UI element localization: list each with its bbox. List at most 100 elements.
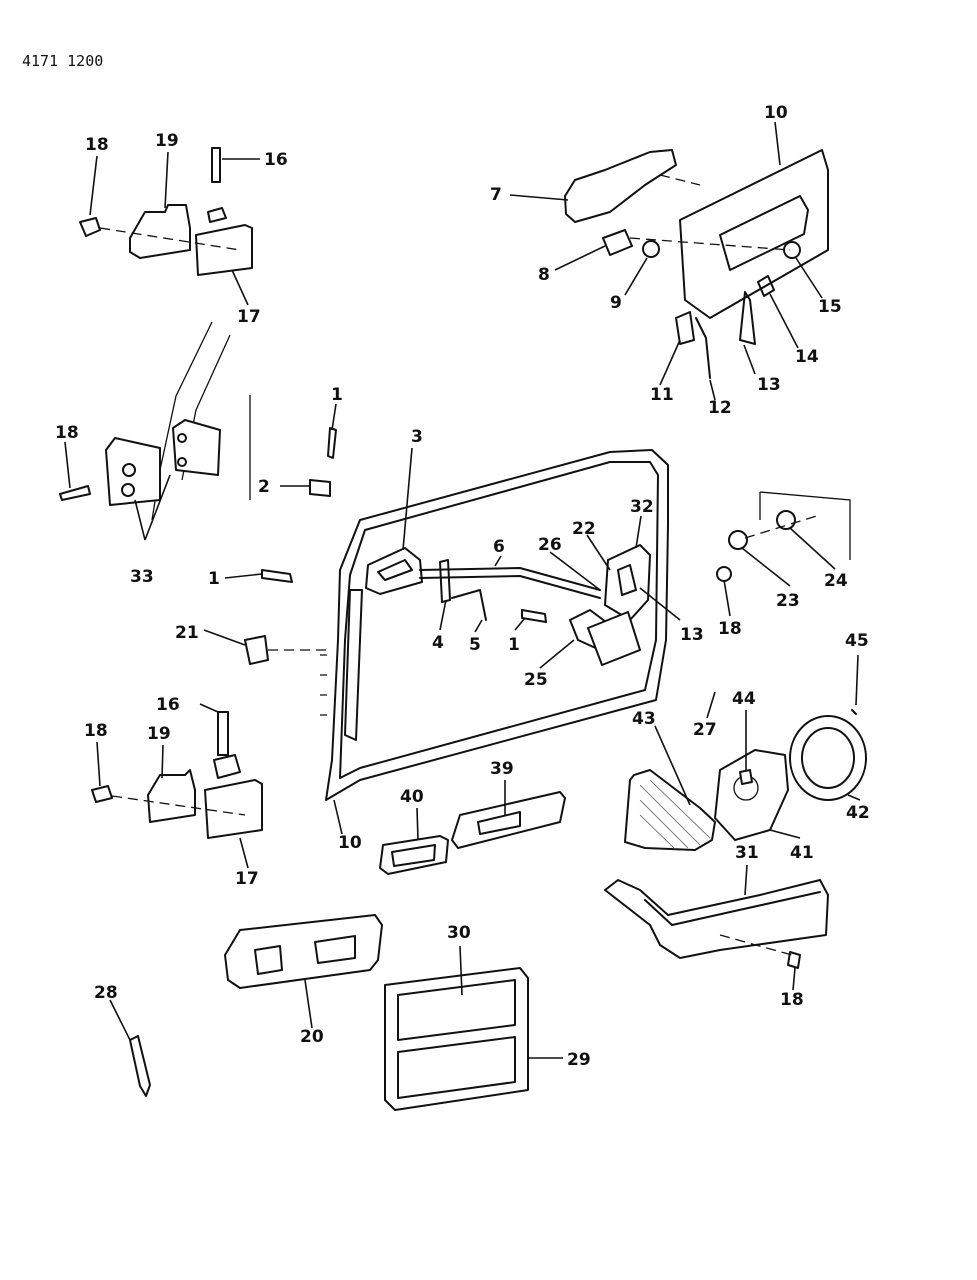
- hinge-body-half-17-top: [195, 224, 253, 276]
- screw-2: [309, 479, 331, 497]
- callout-15: 15: [818, 297, 842, 317]
- striker-23: [728, 530, 748, 550]
- callout-12: 12: [708, 398, 732, 418]
- callout-33: 33: [130, 567, 154, 587]
- rod-5: [451, 589, 487, 621]
- rod-clip-4: [439, 559, 451, 603]
- switch-bezel-39: [451, 791, 566, 849]
- callout-1a: 1: [331, 385, 343, 405]
- door-frame-10-outer: [325, 449, 669, 801]
- callout-14: 14: [795, 347, 819, 367]
- callout-1c: 1: [508, 635, 520, 655]
- hinge-knuckle-bottom: [213, 754, 241, 779]
- hinge-pin-16-top: [211, 147, 221, 183]
- nut-15: [783, 241, 801, 259]
- callout-44: 44: [732, 689, 756, 709]
- speaker-group: [624, 709, 867, 851]
- switch-bezel-40: [379, 835, 449, 875]
- screw-45: [851, 709, 857, 715]
- callout-18e: 18: [780, 990, 804, 1010]
- callout-27: 27: [693, 720, 717, 740]
- screw-1-left: [261, 569, 293, 583]
- speaker-nut-44: [739, 769, 753, 785]
- bolt-18-striker: [716, 566, 732, 582]
- callout-22: 22: [572, 519, 596, 539]
- callout-26: 26: [538, 535, 562, 555]
- hinge-pin-16-bottom: [217, 711, 229, 756]
- callout-13a: 13: [757, 375, 781, 395]
- door-inner-panel-group: [320, 449, 669, 801]
- armrest-31: [604, 879, 829, 969]
- latch-22: [617, 564, 637, 596]
- door-frame-10-inner: [339, 461, 659, 779]
- callout-28: 28: [94, 983, 118, 1003]
- hinge-bolt-18-top: [79, 217, 101, 237]
- body-striker-pillar: [759, 491, 851, 560]
- callout-45: 45: [845, 631, 869, 651]
- grommet-21: [244, 635, 269, 665]
- callout-13b: 13: [680, 625, 704, 645]
- callout-40: 40: [400, 787, 424, 807]
- armrest-base-20: [224, 914, 383, 989]
- body-pillar-outline: [151, 321, 251, 521]
- hinge-knuckle-top: [207, 207, 227, 223]
- latch-linkage-group: [244, 427, 651, 666]
- speaker-41: [714, 749, 789, 841]
- callout-29: 29: [567, 1050, 591, 1070]
- callout-39: 39: [490, 759, 514, 779]
- hinge-door-half-19-top: [129, 204, 191, 259]
- callout-17a: 17: [237, 307, 261, 327]
- rod-12: [695, 317, 711, 379]
- callout-24: 24: [824, 571, 848, 591]
- outside-handle-group: [564, 149, 829, 379]
- part-28-pin: [129, 1035, 151, 1097]
- callout-41: 41: [790, 843, 814, 863]
- handle-lever-7: [564, 149, 677, 223]
- callout-23: 23: [776, 591, 800, 611]
- callout-11: 11: [650, 385, 674, 405]
- callout-18b: 18: [55, 423, 79, 443]
- upper-door-hinge-group: [79, 147, 253, 276]
- door-frame-inner-trim: [344, 589, 363, 741]
- callout-30: 30: [447, 923, 471, 943]
- callout-3: 3: [411, 427, 423, 447]
- callout-20: 20: [300, 1027, 324, 1047]
- callout-19b: 19: [147, 724, 171, 744]
- callout-16b: 16: [156, 695, 180, 715]
- callout-31: 31: [735, 843, 759, 863]
- callout-16a: 16: [264, 150, 288, 170]
- callout-18d: 18: [84, 721, 108, 741]
- insert-30: [397, 979, 516, 1041]
- hinge-bolt-18-mid: [59, 485, 91, 501]
- hinge-33-door-plate: [172, 419, 221, 476]
- handle-bezel-10: [679, 149, 829, 319]
- document-code: 4171 1200: [22, 52, 104, 70]
- leader-lines: [64, 121, 861, 1059]
- hinge-bolt-18-bottom: [91, 785, 113, 803]
- screw-1-top: [327, 427, 337, 459]
- lock-cylinder-8: [602, 229, 633, 256]
- callout-5: 5: [469, 635, 481, 655]
- callout-10b: 10: [338, 833, 362, 853]
- latch-assembly-32: [604, 544, 651, 621]
- trim-panel-29: [384, 967, 529, 1111]
- screw-1-inner: [521, 609, 547, 623]
- callout-2: 2: [258, 477, 270, 497]
- hinge-body-half-17-bottom: [204, 779, 263, 839]
- callout-42: 42: [846, 803, 870, 823]
- callout-7: 7: [490, 185, 502, 205]
- callout-32: 32: [630, 497, 654, 517]
- callout-10a: 10: [764, 103, 788, 123]
- latch-plate: [587, 611, 641, 666]
- callout-6: 6: [493, 537, 505, 557]
- latch-rod-6: [419, 567, 601, 599]
- hinge-33-body-plate: [105, 437, 161, 506]
- callout-8: 8: [538, 265, 550, 285]
- callout-18a: 18: [85, 135, 109, 155]
- callout-4: 4: [432, 633, 444, 653]
- washer-24: [776, 510, 796, 530]
- callout-25: 25: [524, 670, 548, 690]
- lower-door-hinge-group: [91, 711, 263, 839]
- clip-14: [757, 275, 775, 297]
